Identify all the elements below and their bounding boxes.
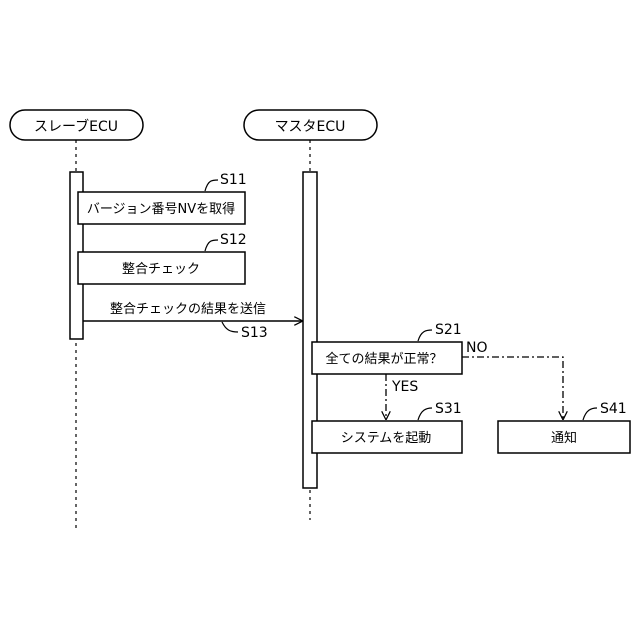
step-s13-leader: [222, 322, 238, 332]
step-s12-ref: S12: [220, 232, 247, 248]
step-s13-ref: S13: [241, 325, 268, 341]
step-s12-leader: [205, 240, 218, 251]
step-s11-ref: S11: [220, 172, 247, 188]
step-s11-label: バージョン番号NVを取得: [87, 201, 235, 217]
step-s21-label: 全ての結果が正常？: [325, 351, 442, 367]
step-s31-label: システムを起動: [341, 431, 432, 446]
step-s12: 整合チェック S12: [78, 232, 247, 284]
step-s12-label: 整合チェック: [122, 262, 200, 277]
step-s11-leader: [205, 180, 218, 191]
step-s21-ref: S21: [435, 322, 462, 338]
step-s21-leader: [418, 330, 432, 341]
lifeline-master-label: マスタECU: [275, 119, 346, 135]
lifeline-header-slave: スレーブECU: [10, 110, 143, 140]
step-s11: バージョン番号NVを取得 S11: [78, 172, 247, 224]
lifeline-header-master: マスタECU: [244, 110, 377, 140]
lifeline-slave-label: スレーブECU: [34, 118, 118, 135]
step-s21: 全ての結果が正常？ S21: [312, 322, 462, 374]
step-s13-label: 整合チェックの結果を送信: [110, 302, 266, 317]
yes-branch-label: YES: [391, 379, 418, 395]
step-s41-ref: S41: [600, 401, 627, 417]
step-s13: 整合チェックの結果を送信 S13: [83, 302, 302, 341]
no-branch-label: NO: [466, 340, 488, 356]
step-s31-leader: [418, 408, 432, 420]
step-s41-leader: [583, 408, 597, 420]
step-s41-label: 通知: [551, 430, 577, 446]
step-s41: 通知 S41: [498, 401, 630, 453]
no-branch-arrow: [462, 357, 563, 419]
step-s31-ref: S31: [435, 401, 462, 417]
step-s31: システムを起動 S31: [312, 401, 462, 453]
